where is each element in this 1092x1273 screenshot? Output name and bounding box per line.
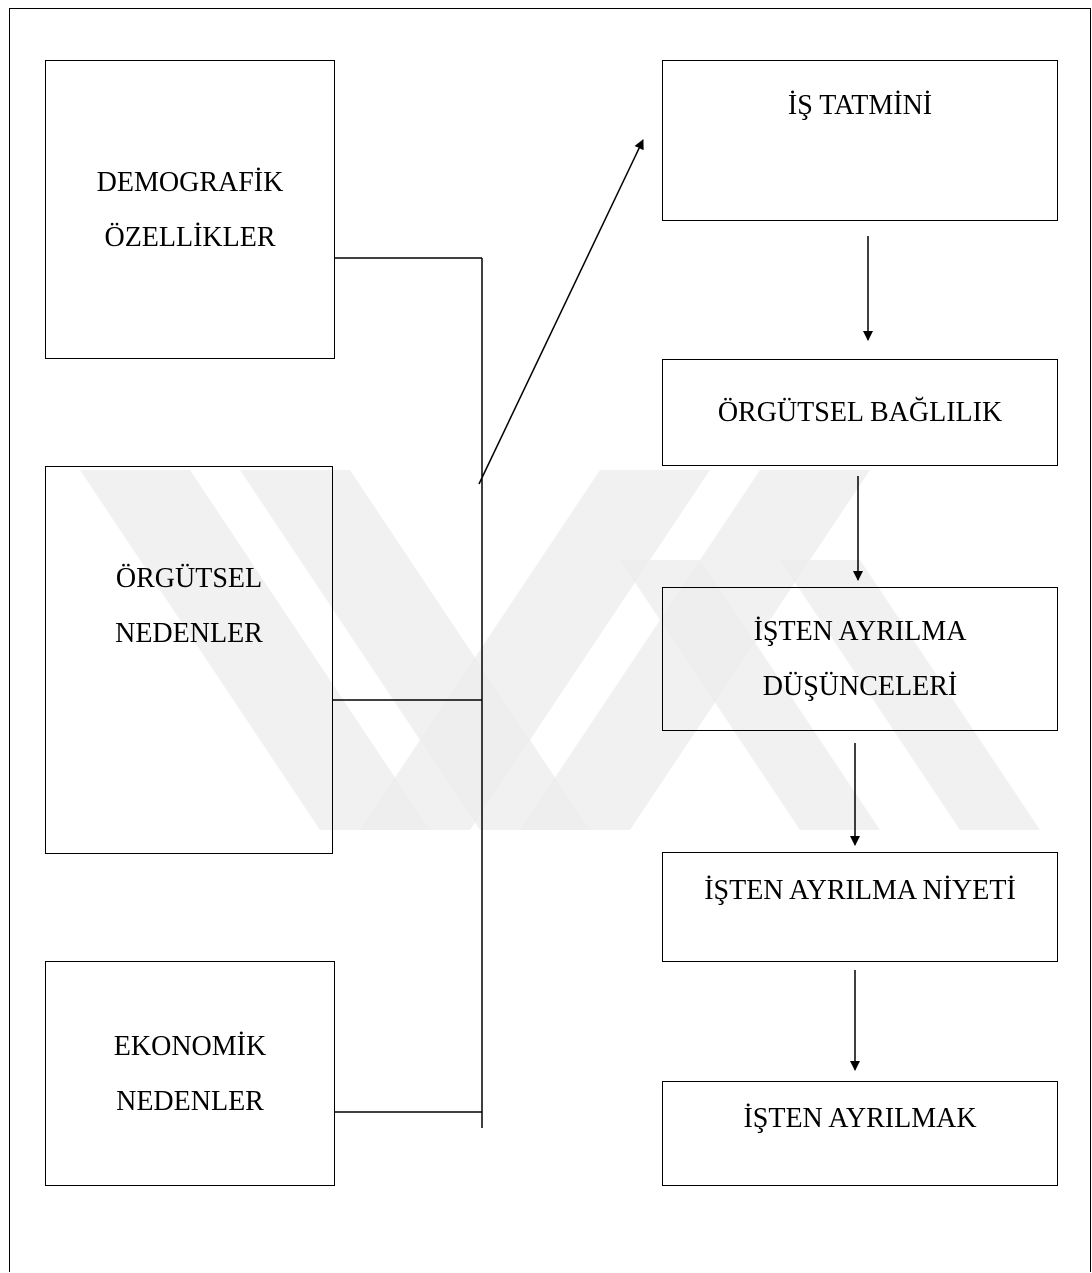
stage-box-orgutsel-baglilik: ÖRGÜTSEL BAĞLILIK [662, 359, 1058, 466]
cause-label: ÖRGÜTSEL [115, 563, 263, 594]
cause-label: ÖZELLİKLER [104, 221, 276, 253]
stage-label: DÜŞÜNCELERİ [762, 671, 958, 702]
stage-label: İŞTEN AYRILMAK [743, 1103, 977, 1134]
cause-box-orgutsel: ÖRGÜTSEL NEDENLER [45, 466, 333, 854]
diagram-frame [9, 8, 1091, 1272]
arrow-to-is-tatmini [478, 139, 644, 485]
cause-label: NEDENLER [116, 1085, 264, 1117]
stage-label: İŞTEN AYRILMA [753, 616, 967, 647]
cause-box-demografik: DEMOGRAFİK ÖZELLİKLER [45, 60, 335, 359]
cause-label: NEDENLER [115, 618, 263, 649]
stage-box-isten-ayrilma-dusunceleri: İŞTEN AYRILMA DÜŞÜNCELERİ [662, 587, 1058, 731]
stage-box-isten-ayrilma-niyeti: İŞTEN AYRILMA NİYETİ [662, 852, 1058, 962]
stage-label: ÖRGÜTSEL BAĞLILIK [717, 397, 1003, 428]
stage-label: İŞTEN AYRILMA NİYETİ [704, 875, 1016, 906]
stage-box-isten-ayrilmak: İŞTEN AYRILMAK [662, 1081, 1058, 1186]
stage-label: İŞ TATMİNİ [787, 90, 933, 121]
stage-box-is-tatmini: İŞ TATMİNİ [662, 60, 1058, 221]
cause-box-ekonomik: EKONOMİK NEDENLER [45, 961, 335, 1186]
cause-label: EKONOMİK [113, 1030, 267, 1062]
cause-label: DEMOGRAFİK [96, 166, 284, 198]
